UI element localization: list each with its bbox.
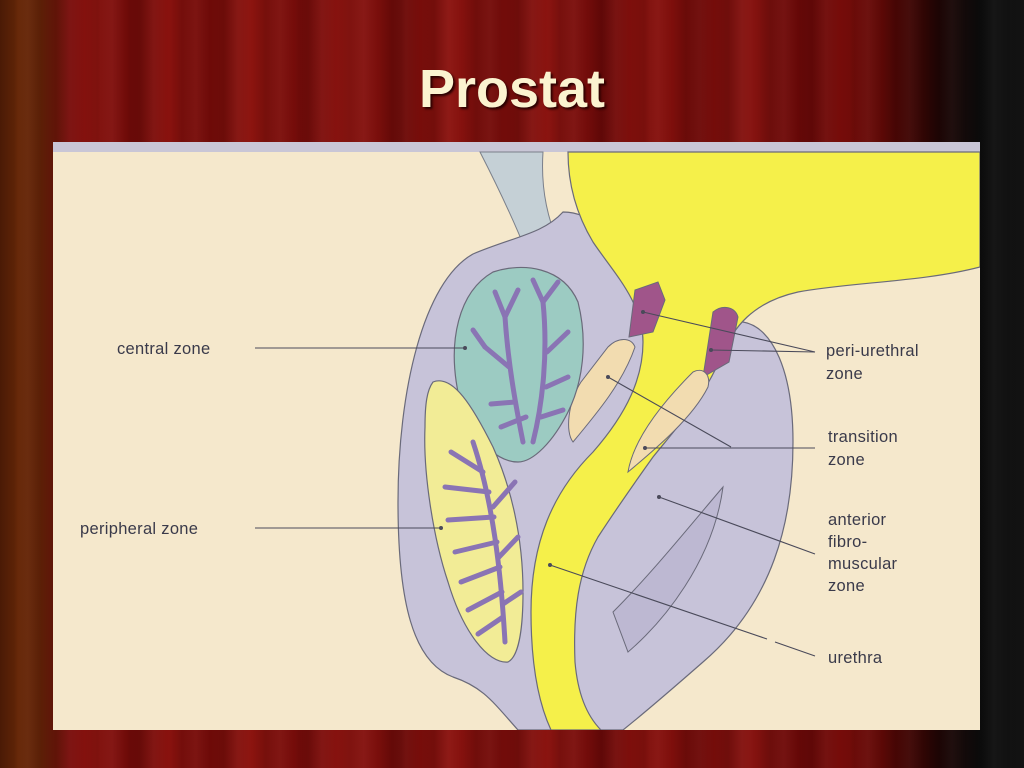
central-duct: [491, 402, 515, 404]
leader-dot: [439, 526, 443, 530]
label-peri-urethral-line1: peri-urethral: [826, 342, 919, 360]
peripheral-duct: [448, 517, 494, 520]
label-peripheral-zone: peripheral zone: [80, 520, 198, 538]
leader-dot: [548, 563, 552, 567]
leader-dot: [606, 375, 610, 379]
leader-dot: [657, 495, 661, 499]
label-anterior-line2: fibro-: [828, 533, 867, 551]
leader-dot: [709, 348, 713, 352]
prostate-diagram: central zone peripheral zone peri-urethr…: [53, 142, 980, 730]
top-band: [53, 142, 980, 152]
leader-dot: [641, 310, 645, 314]
prostate-diagram-svg: central zone peripheral zone peri-urethr…: [53, 142, 980, 730]
leader-dot: [463, 346, 467, 350]
label-transition-line2: zone: [828, 451, 865, 469]
leader-dot: [643, 446, 647, 450]
slide-title: Prostat: [0, 62, 1024, 116]
label-central-zone: central zone: [117, 340, 211, 358]
label-anterior-line4: zone: [828, 577, 865, 595]
label-transition-line1: transition: [828, 428, 898, 446]
label-anterior-line1: anterior: [828, 511, 887, 529]
label-anterior-line3: muscular: [828, 555, 898, 573]
label-peri-urethral-line2: zone: [826, 365, 863, 383]
label-urethra: urethra: [828, 649, 883, 667]
